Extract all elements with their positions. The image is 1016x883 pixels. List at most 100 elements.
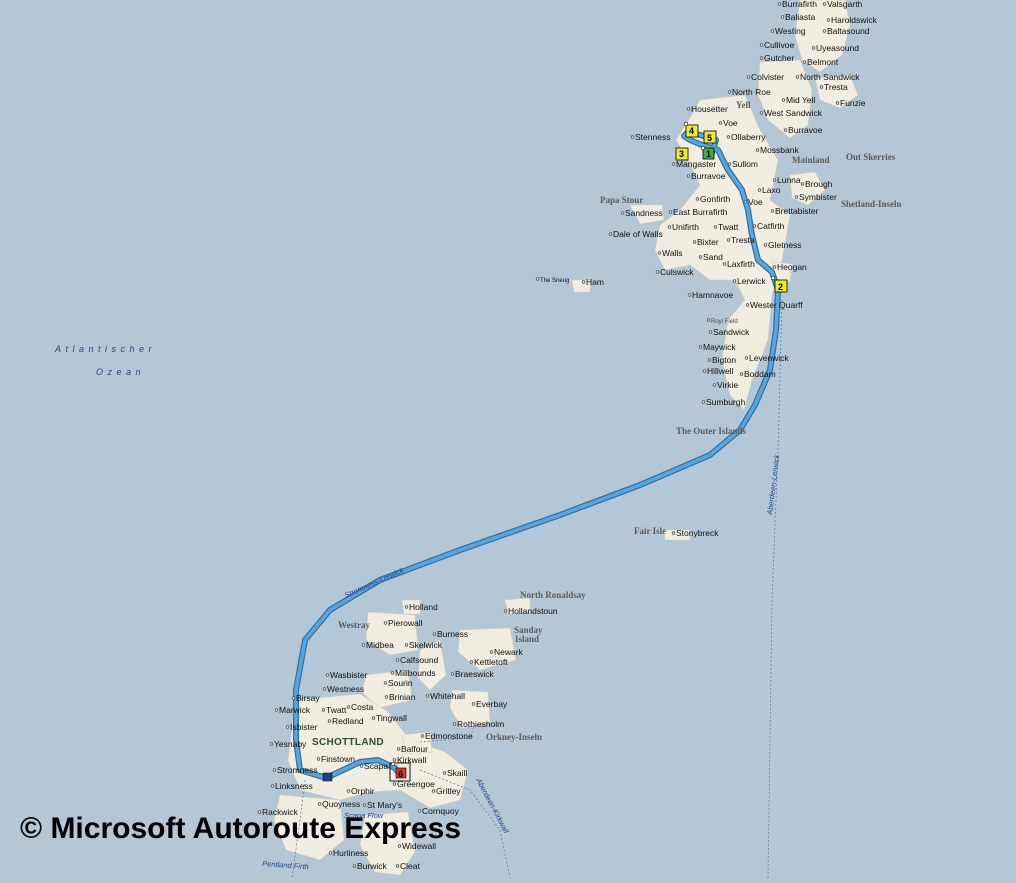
place-label: Rackwick bbox=[262, 807, 299, 817]
place-label: Sandwick bbox=[713, 327, 750, 337]
place-label: Millbounds bbox=[395, 668, 436, 678]
settlement-dot bbox=[781, 98, 786, 102]
ferry-line-stromness-scrabster bbox=[291, 779, 306, 879]
settlement-dot bbox=[420, 734, 425, 738]
hill-the-sneug: The Sneug bbox=[540, 278, 569, 284]
svg-text:4: 4 bbox=[689, 126, 694, 136]
settlement-dot bbox=[346, 789, 351, 793]
place-label: Yesnaby bbox=[274, 739, 307, 749]
ocean-label-line2: Ozean bbox=[96, 367, 145, 377]
region-orkney-inseln: Orkney-Inseln bbox=[486, 732, 542, 742]
settlement-dot bbox=[383, 621, 388, 625]
settlement-dot bbox=[620, 211, 625, 215]
place-label: Laxo bbox=[762, 185, 781, 195]
ferry-label-scapa-flow: Scapa Flow bbox=[344, 811, 384, 820]
settlement-dot bbox=[442, 771, 447, 775]
settlement-dot bbox=[655, 270, 660, 274]
place-label: Cornquoy bbox=[422, 806, 460, 816]
settlement-dots bbox=[257, 2, 840, 868]
svg-text:2: 2 bbox=[778, 282, 783, 292]
settlement-dot bbox=[743, 200, 748, 204]
place-label: Uyeasound bbox=[816, 43, 859, 53]
eday-island bbox=[417, 639, 447, 691]
settlement-dot bbox=[316, 757, 321, 761]
settlement-dot bbox=[404, 605, 409, 609]
waypoint-2[interactable]: 2 bbox=[774, 279, 788, 293]
settlement-dot bbox=[759, 43, 764, 47]
place-label: Baliasta bbox=[785, 12, 816, 22]
waypoint-4[interactable]: 4 bbox=[685, 124, 699, 138]
place-label: Valsgarth bbox=[827, 0, 863, 9]
settlement-dot bbox=[745, 303, 750, 307]
settlement-dot bbox=[755, 148, 760, 152]
place-label: Sand bbox=[703, 252, 723, 262]
place-label: Balfour bbox=[401, 744, 428, 754]
settlement-dot bbox=[702, 369, 707, 373]
place-label: Stromness bbox=[277, 765, 318, 775]
settlement-dot bbox=[396, 747, 401, 751]
settlement-dot bbox=[325, 673, 330, 677]
place-label: Housetter bbox=[691, 104, 728, 114]
waypoints[interactable]: 4 5 3 1 2 6 bbox=[322, 121, 788, 782]
settlement-dot bbox=[668, 210, 673, 214]
region-labels: Yell Mainland Out Skerries Papa Stour Sh… bbox=[312, 100, 902, 748]
settlement-dot bbox=[489, 650, 494, 654]
settlement-dot bbox=[630, 135, 635, 139]
settlement-dot bbox=[746, 75, 751, 79]
place-label: Burwick bbox=[357, 861, 388, 871]
waypoint-6-destination[interactable]: 6 bbox=[389, 762, 411, 782]
place-label: Dale of Walls bbox=[613, 229, 663, 239]
orkney-place-labels: Hollandstoun Holland Pierowall Burness M… bbox=[262, 602, 558, 871]
waypoint-flag-icon bbox=[683, 121, 689, 127]
settlement-dot bbox=[718, 121, 723, 125]
region-sanday-line2: Island bbox=[515, 634, 539, 644]
place-label: Sumburgh bbox=[706, 397, 745, 407]
papa-stour-island bbox=[629, 204, 665, 225]
settlement-dot bbox=[317, 802, 322, 806]
settlement-dot bbox=[811, 46, 816, 50]
place-label: Maywick bbox=[703, 342, 736, 352]
settlement-dot bbox=[371, 716, 376, 720]
settlement-dot bbox=[706, 318, 711, 322]
settlement-dot bbox=[752, 224, 757, 228]
settlement-dot bbox=[390, 671, 395, 675]
settlement-dot bbox=[581, 280, 586, 284]
place-label: Twatt bbox=[326, 705, 347, 715]
settlement-dot bbox=[404, 643, 409, 647]
place-label: Catfirth bbox=[757, 221, 785, 231]
settlement-dot bbox=[291, 696, 296, 700]
waypoint-1-start[interactable]: 1 bbox=[702, 147, 715, 160]
settlement-dot bbox=[667, 225, 672, 229]
settlement-dot bbox=[346, 705, 351, 709]
place-label: Hamnavoe bbox=[692, 290, 733, 300]
place-label: Burrafirth bbox=[782, 0, 817, 9]
place-label: Gonfirth bbox=[700, 194, 731, 204]
settlement-dot bbox=[686, 107, 691, 111]
svg-text:5: 5 bbox=[707, 133, 712, 143]
settlement-dot bbox=[395, 864, 400, 868]
settlement-dot bbox=[732, 279, 737, 283]
settlement-dot bbox=[826, 18, 831, 22]
settlement-dot bbox=[322, 687, 327, 691]
place-label: Calfsound bbox=[400, 655, 439, 665]
place-label: Burness bbox=[437, 629, 468, 639]
settlement-dot bbox=[783, 128, 788, 132]
settlement-dot bbox=[469, 660, 474, 664]
waypoint-5[interactable]: 5 bbox=[703, 130, 717, 144]
settlement-dot bbox=[802, 60, 807, 64]
ferry-lines bbox=[291, 299, 783, 879]
settlement-dot bbox=[257, 810, 262, 814]
waypoint-3[interactable]: 3 bbox=[675, 147, 689, 161]
place-label: Greengoe bbox=[397, 779, 435, 789]
place-label: Tresta bbox=[731, 235, 755, 245]
place-label: Edmonstone bbox=[425, 731, 473, 741]
settlement-dot bbox=[503, 609, 508, 613]
place-label: Stenness bbox=[635, 132, 670, 142]
settlement-dot bbox=[384, 695, 389, 699]
settlement-dot bbox=[822, 29, 827, 33]
place-label: Tingwall bbox=[376, 713, 407, 723]
settlement-dot bbox=[819, 85, 824, 89]
place-label: Braeswick bbox=[455, 669, 494, 679]
